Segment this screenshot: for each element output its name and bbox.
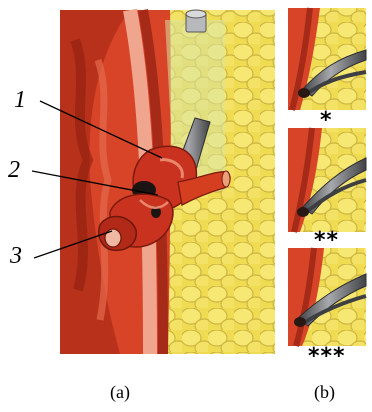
panel-b-label: (b): [314, 382, 335, 402]
tube-opening: [105, 229, 121, 247]
panel-b-frame-1: [288, 8, 366, 110]
panel-b-frame-3: [288, 248, 366, 346]
callout-label-2: 2: [8, 158, 20, 182]
callout-label-1: 1: [14, 88, 26, 112]
panel-b-frame-2: [288, 128, 366, 232]
callout-label-3: 3: [10, 244, 22, 268]
star-label-1: *: [320, 110, 333, 132]
star-label-2: **: [314, 230, 339, 252]
panel-a-label: (a): [110, 382, 130, 402]
star-label-3: ***: [308, 346, 346, 368]
